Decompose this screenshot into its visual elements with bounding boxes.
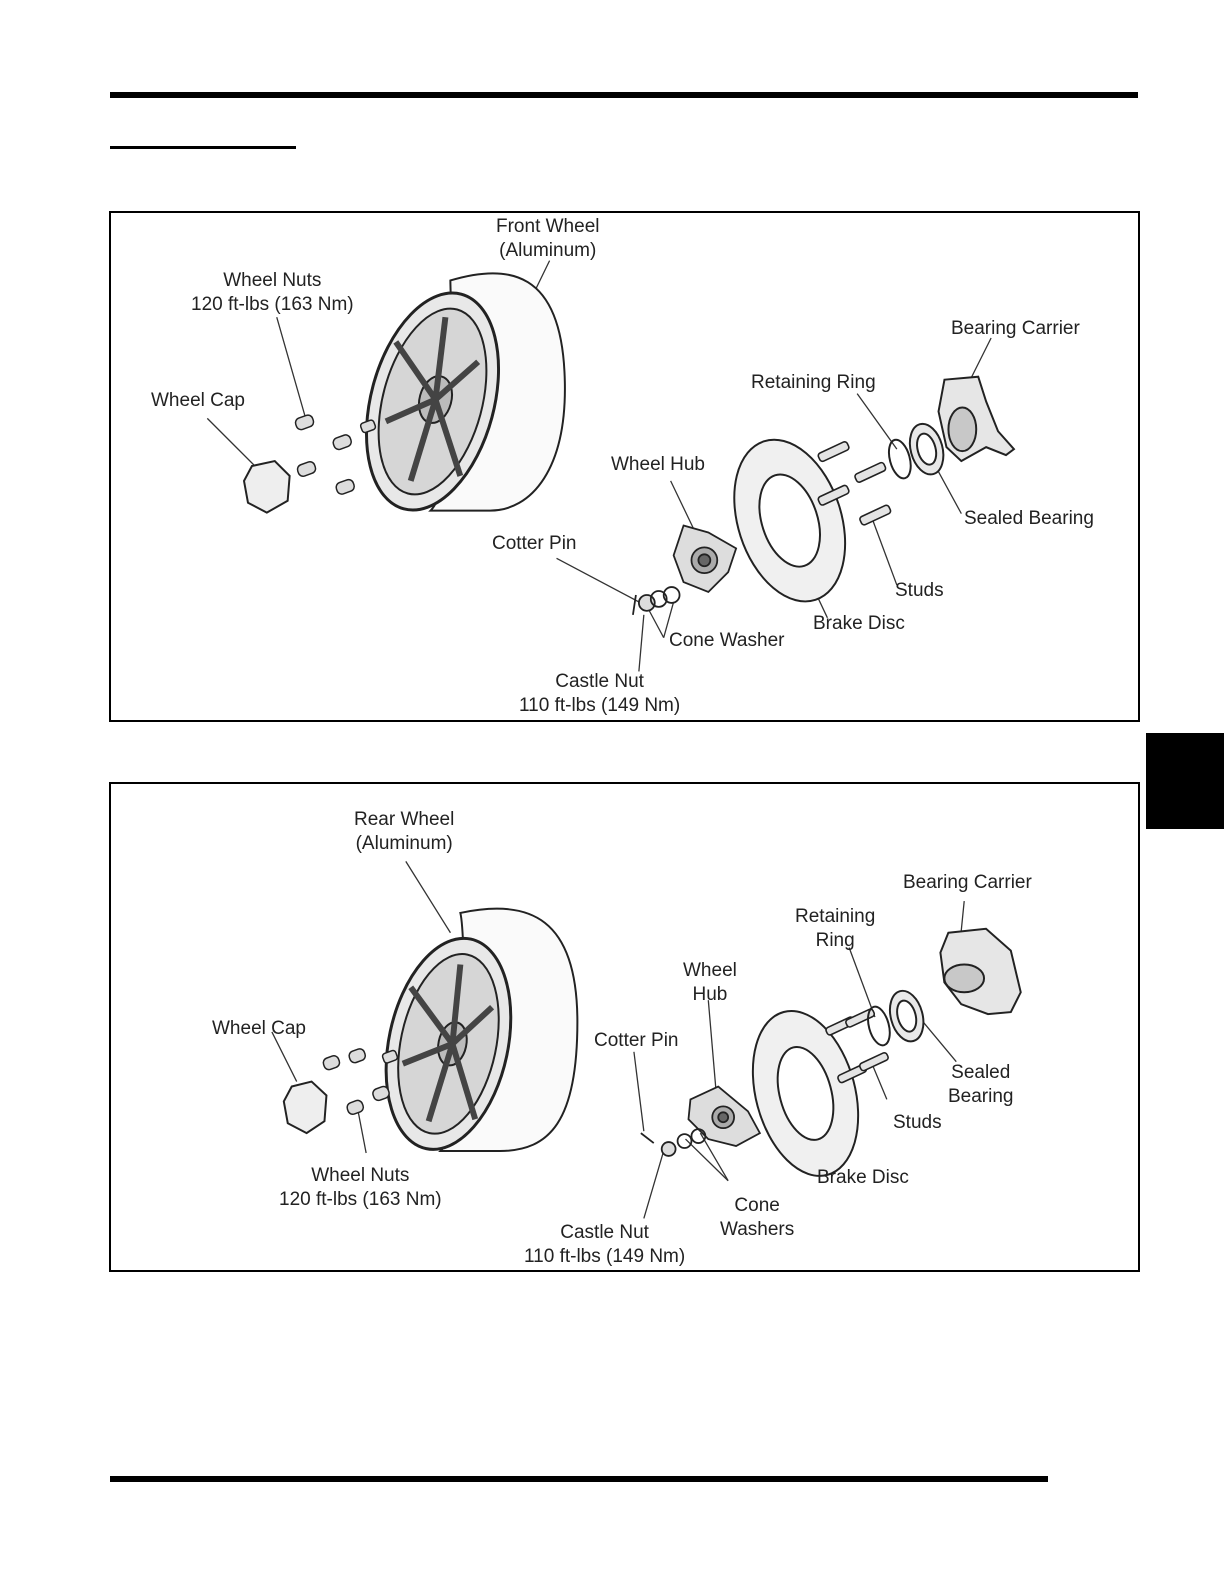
label-retaining-ring: Retaining Ring [795,906,876,951]
front-ring-and-bearing [887,422,945,480]
front-studs [817,441,892,526]
footer-rule [110,1476,1048,1482]
section-title-underline [110,146,296,149]
leader-cone-washer-1 [648,609,665,638]
label-rear-wheel: Rear Wheel (Aluminum) [354,809,455,854]
leader-cone-washer-1 [685,1138,729,1182]
label-wheel-hub: Wheel Hub [683,960,737,1005]
label-cotter-pin: Cotter Pin [594,1030,679,1051]
label-sealed-bearing: Sealed Bearing [964,508,1094,529]
label-sealed-bearing: Sealed Bearing [948,1062,1014,1107]
rear-diagram-drawing [271,861,1022,1219]
rear-small-hardware [640,1128,707,1157]
rear-wheel-hub [687,1085,762,1147]
leader-cotter-pin [633,1051,645,1132]
label-wheel-cap: Wheel Cap [151,390,245,411]
rear-wheel-cap [282,1080,328,1135]
rear-studs [825,1008,889,1084]
front-wheel-hub [672,524,738,594]
leader-castle-nut [643,1150,665,1219]
rear-wheel-drawing [384,907,579,1152]
label-retaining-ring: Retaining Ring [751,372,876,393]
leader-cotter-pin [556,557,640,603]
leader-retaining-ring [856,393,898,450]
label-front-wheel: Front Wheel (Aluminum) [496,216,600,261]
label-cone-washers: Cone Washers [720,1195,795,1240]
rear-wheel-nuts [322,1048,399,1115]
leader-sealed-bearing [921,1019,957,1063]
rear-bearing-carrier [939,927,1022,1016]
front-bearing-carrier [937,375,1016,463]
leader-wheel-hub [670,480,695,529]
chapter-tab [1146,733,1224,829]
leader-rear-wheel [405,861,451,934]
leader-bearing-carrier [967,337,992,384]
leader-wheel-cap [271,1031,298,1082]
label-studs: Studs [893,1112,942,1133]
leader-studs [871,1063,888,1100]
label-wheel-nuts: Wheel Nuts 120 ft-lbs (163 Nm) [279,1165,442,1210]
rear-ring-and-bearing [867,989,925,1047]
front-wheel-exploded-diagram: Front Wheel (Aluminum) Wheel Nuts 120 ft… [109,211,1140,722]
leader-wheel-cap [206,417,263,474]
front-wheel-cap [242,459,291,514]
label-cotter-pin: Cotter Pin [492,533,577,554]
label-cone-washer: Cone Washer [669,630,785,651]
header-rule [110,92,1138,98]
leader-castle-nut [638,614,645,672]
leader-cone-washer-2 [699,1132,729,1182]
label-brake-disc: Brake Disc [813,613,905,634]
label-wheel-hub: Wheel Hub [611,454,705,475]
label-bearing-carrier: Bearing Carrier [951,318,1080,339]
label-wheel-nuts: Wheel Nuts 120 ft-lbs (163 Nm) [191,270,354,315]
label-castle-nut: Castle Nut 110 ft-lbs (149 Nm) [519,671,681,716]
leader-studs [870,515,898,586]
front-diagram-drawing [206,260,1016,672]
leader-wheel-nuts [276,317,308,422]
rear-brake-disc [751,1010,860,1177]
front-wheel-drawing [365,272,566,512]
leader-cone-washer-2 [663,601,675,638]
front-brake-disc [733,438,847,603]
label-studs: Studs [895,580,944,601]
leader-wheel-hub [707,1000,717,1094]
rear-wheel-exploded-diagram: Rear Wheel (Aluminum) Bearing Carrier Re… [109,782,1140,1272]
front-wheel-nuts [294,414,377,495]
label-brake-disc: Brake Disc [817,1167,909,1188]
front-small-hardware [632,586,681,615]
label-castle-nut: Castle Nut 110 ft-lbs (149 Nm) [524,1222,686,1267]
label-wheel-cap: Wheel Cap [212,1018,306,1039]
leader-bearing-carrier [960,900,965,931]
leader-retaining-ring [848,947,876,1018]
label-bearing-carrier: Bearing Carrier [903,872,1032,893]
